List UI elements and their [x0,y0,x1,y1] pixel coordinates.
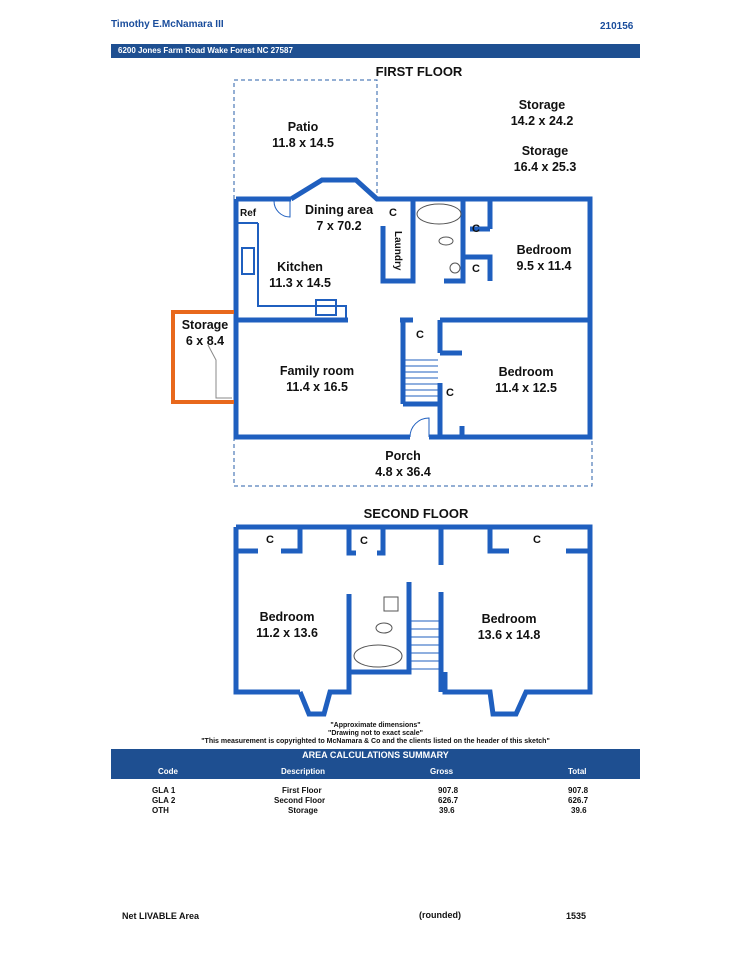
closet-label: C [266,534,274,546]
rounded-label: (rounded) [419,910,461,920]
col-total: Total [568,767,587,776]
porch-outline [233,437,593,487]
net-livable-value: 1535 [566,911,587,921]
kitchen-counters [238,222,347,318]
first-floor-bath-fixtures [416,203,462,274]
summary-title: AREA CALCULATIONS SUMMARY [302,750,449,760]
address-text: 6200 Jones Farm Road Wake Forest NC 2758… [118,46,293,55]
row-description: Storage [288,806,318,815]
second-floor-stairs [409,620,439,670]
closet-label: C [472,223,480,235]
first-floor-stairs [405,359,438,397]
row-description: First Floor [282,786,322,795]
summary-header-bar [111,749,640,779]
col-code: Code [158,767,178,776]
col-description: Description [281,767,326,776]
storage-side-inner [207,344,232,399]
disclaimer-notes: "Approximate dimensions" "Drawing not to… [201,722,550,745]
file-id: 210156 [600,21,634,32]
row-gross: 39.6 [439,806,455,815]
first-floor-title: FIRST FLOOR [375,64,463,79]
storage-side-walls [171,310,234,404]
owner-name: Timothy E.McNamara III [111,19,224,30]
closet-label: C [446,387,454,399]
row-gross: 626.7 [438,796,459,805]
col-gross: Gross [430,767,454,776]
door-swing-patio [273,200,291,218]
door-swing-entry [409,417,430,438]
patio-outline [233,79,378,199]
address-bar: 6200 Jones Farm Road Wake Forest NC 2758… [111,44,640,58]
row-gross: 907.8 [438,786,459,795]
closet-label: C [389,207,397,219]
closet-label: C [360,535,368,547]
row-total: 907.8 [568,786,589,795]
second-floor-title: SECOND FLOOR [363,506,469,521]
closet-label: C [533,534,541,546]
first-floor-walls [233,177,593,440]
second-floor-walls [233,524,593,717]
laundry-label: Laundry [392,231,403,271]
net-livable-label: Net LIVABLE Area [122,911,200,921]
row-code: OTH [152,806,169,815]
row-total: 626.7 [568,796,589,805]
closet-label: C [416,329,424,341]
row-total: 39.6 [571,806,587,815]
ref-label: Ref [240,208,257,219]
second-floor-bath-fixtures [353,596,403,668]
row-code: GLA 1 [152,786,176,795]
row-description: Second Floor [274,796,326,805]
closet-label: C [472,263,480,275]
row-code: GLA 2 [152,796,176,805]
